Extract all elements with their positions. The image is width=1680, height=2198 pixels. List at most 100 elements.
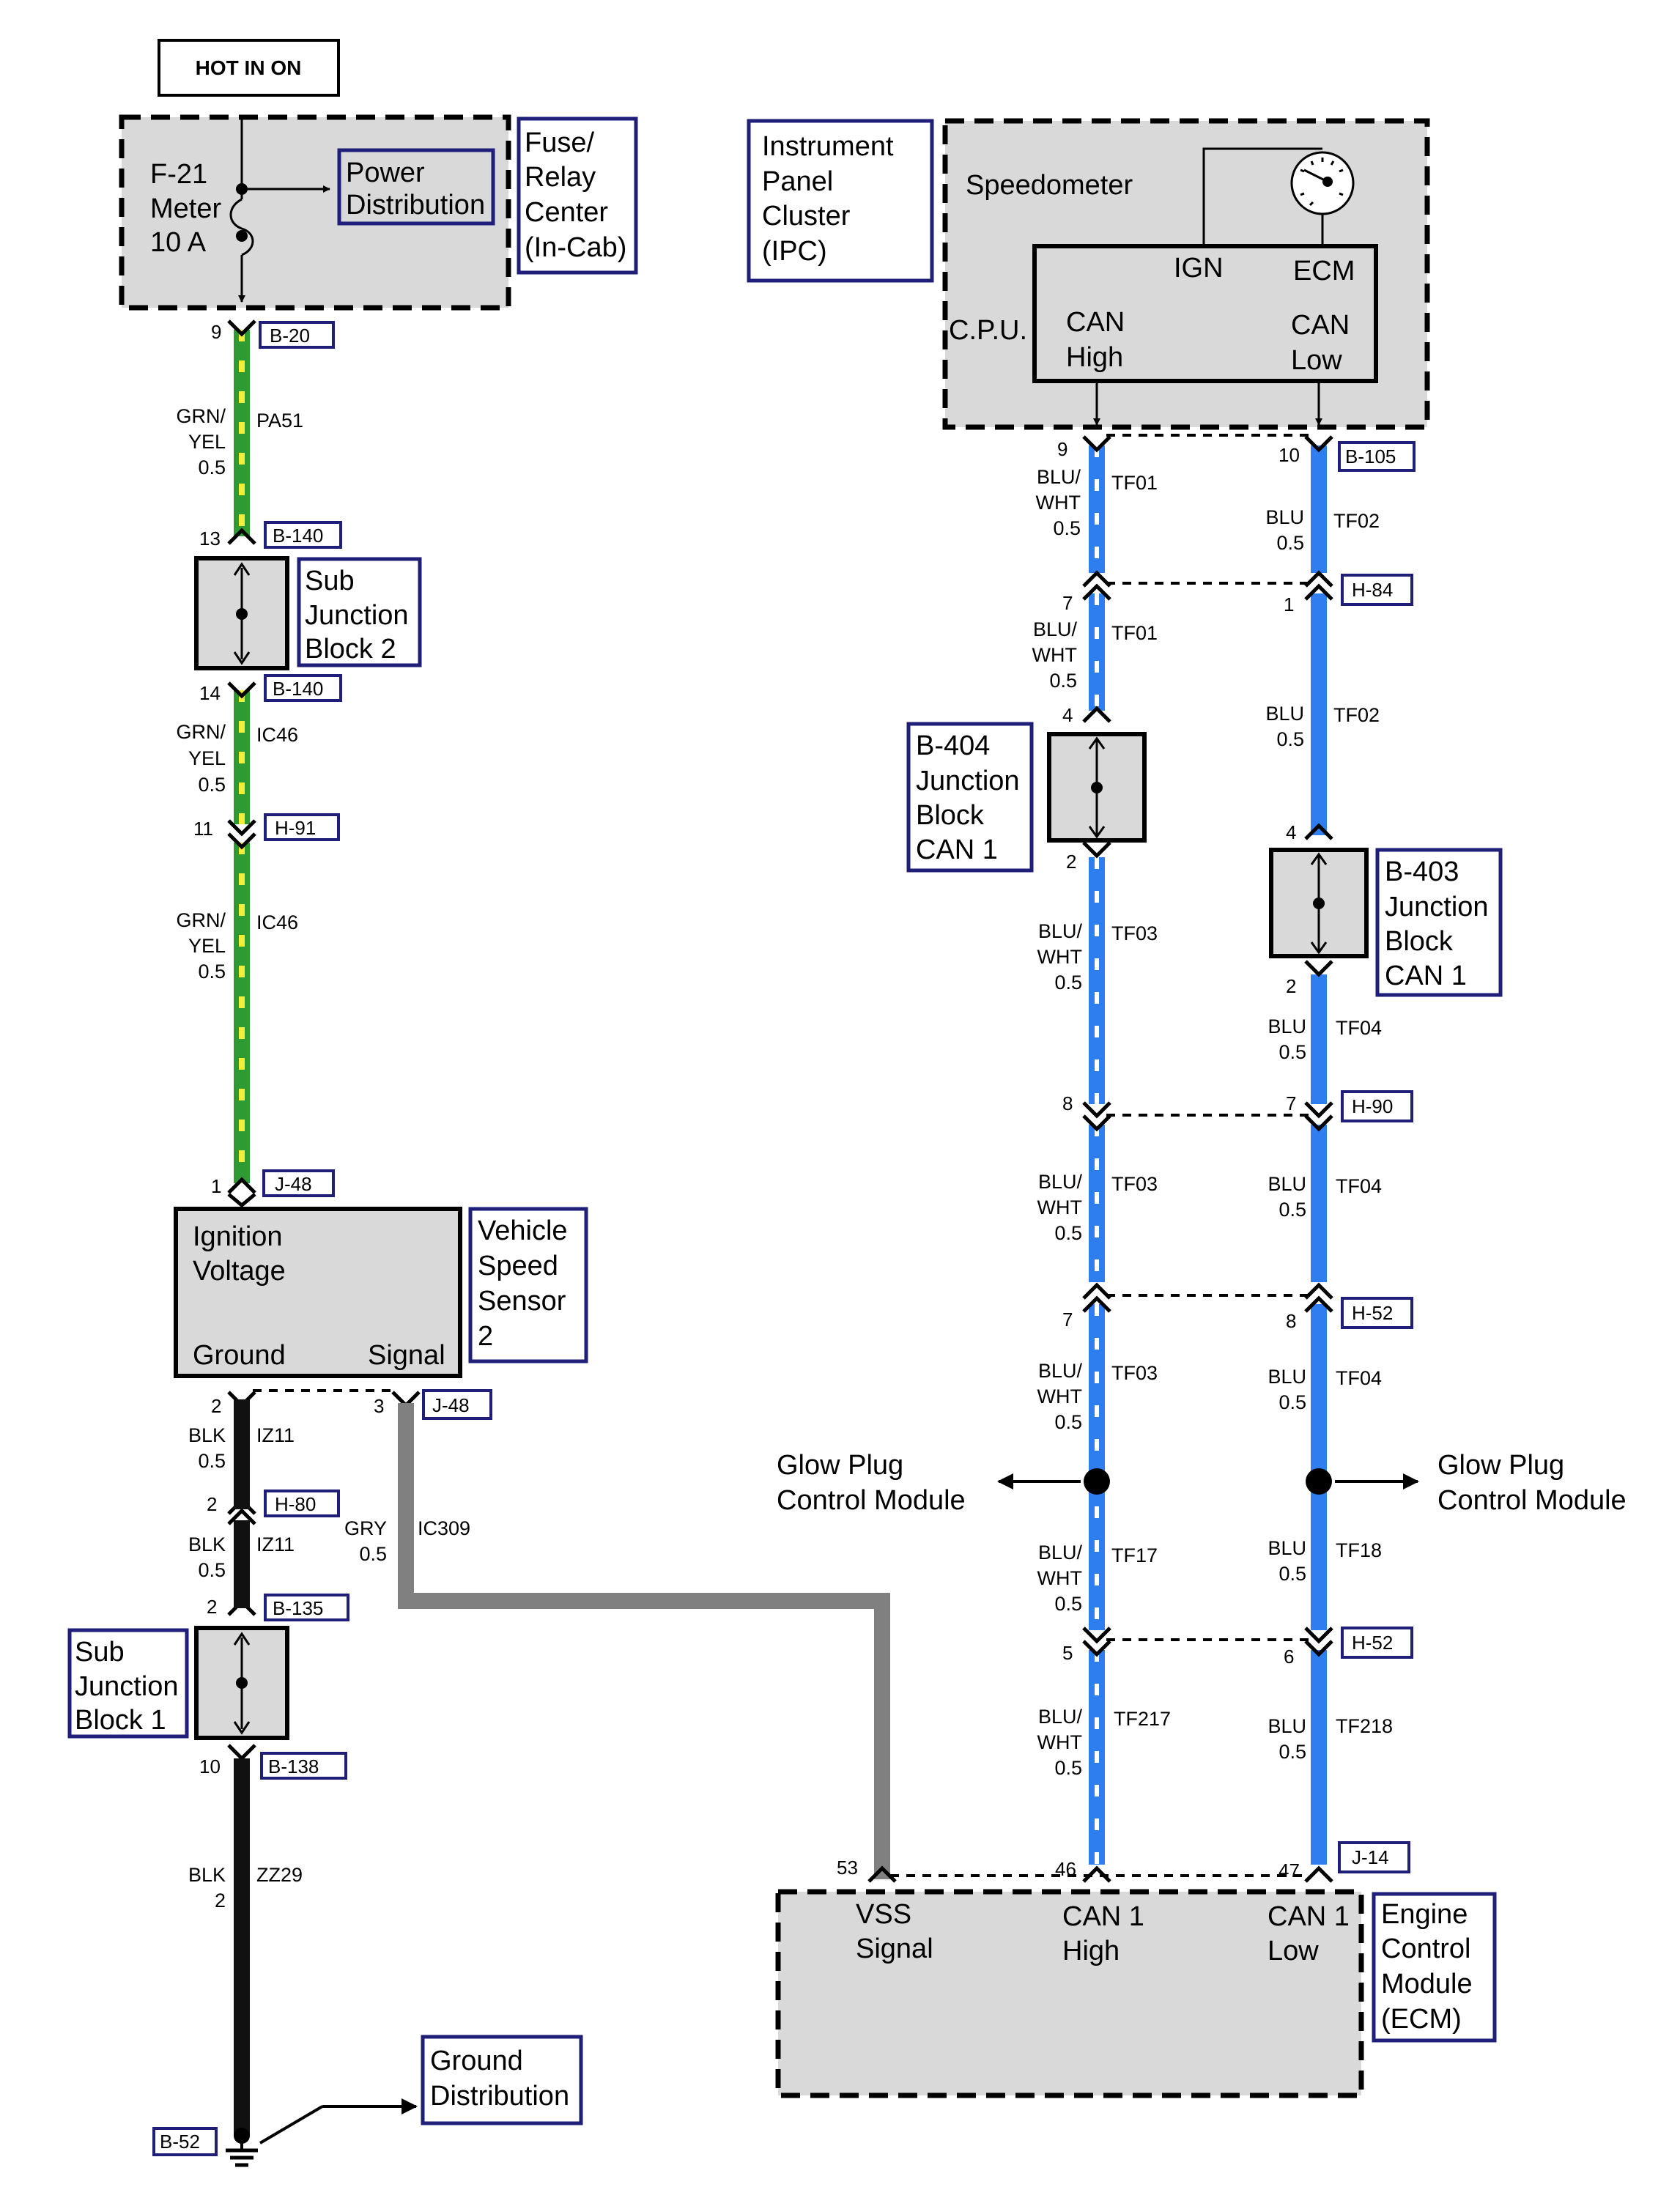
sjb1-line2: Junction: [75, 1671, 179, 1702]
wire-label-tf01b: BLU/ WHT 0.5 TF01: [1032, 618, 1158, 692]
svg-text:0.5: 0.5: [1053, 517, 1081, 539]
connector-tag: H-91: [264, 813, 340, 841]
svg-text:BLK: BLK: [188, 1533, 226, 1555]
svg-text:0.5: 0.5: [1276, 728, 1304, 750]
b404-line2: Junction: [916, 766, 1020, 796]
svg-text:2: 2: [211, 1395, 221, 1417]
wire-label-ic46a: GRN/ YEL 0.5 IC46: [177, 721, 299, 796]
svg-text:0.5: 0.5: [1049, 670, 1077, 692]
svg-text:BLU: BLU: [1268, 1366, 1306, 1388]
svg-text:7: 7: [1062, 592, 1073, 614]
svg-text:TF03: TF03: [1111, 922, 1158, 944]
svg-text:TF01: TF01: [1111, 622, 1158, 644]
ipc-can-low-2: Low: [1291, 345, 1342, 376]
svg-text:IC46: IC46: [256, 911, 298, 933]
svg-text:9: 9: [1057, 438, 1067, 460]
svg-text:1: 1: [211, 1175, 221, 1197]
sub-junction-block-1: Sub Junction Block 1: [67, 1626, 289, 1740]
svg-text:YEL: YEL: [188, 935, 226, 957]
svg-text:BLU: BLU: [1265, 506, 1304, 528]
svg-text:B-140: B-140: [273, 525, 323, 547]
wire-label-tf217: BLU/ WHT 0.5 TF217: [1037, 1706, 1172, 1779]
svg-text:0.5: 0.5: [198, 774, 226, 796]
vss-ground: Ground: [193, 1340, 286, 1371]
sjb2-line3: Block 2: [305, 634, 396, 665]
vss-ign-line1: Ignition: [193, 1221, 283, 1252]
connector-tag: J-14: [1338, 1841, 1410, 1873]
wire-label-tf01a: BLU/ WHT 0.5 TF01: [1036, 466, 1158, 539]
connector-tag: H-90: [1341, 1090, 1413, 1122]
svg-text:0.5: 0.5: [198, 1559, 226, 1581]
svg-text:0.5: 0.5: [198, 456, 226, 478]
ecm-can-high-2: High: [1062, 1936, 1120, 1966]
svg-text:BLU/: BLU/: [1037, 466, 1081, 488]
glow-plug-left-2: Control Module: [777, 1485, 966, 1516]
fuse-center-line4: (In-Cab): [525, 232, 626, 263]
svg-text:2: 2: [1066, 851, 1076, 873]
wire-label-tf04c: BLU 0.5 TF04: [1268, 1366, 1382, 1413]
connector-tag: H-52: [1341, 1297, 1413, 1329]
ecm-vss-1: VSS: [856, 1899, 911, 1930]
connector-labels: B-20 B-140 B-140 H-91 J-48 J-48 H-80 B-1…: [152, 321, 1416, 2156]
sub-junction-block-2: Sub Junction Block 2: [194, 556, 422, 670]
svg-text:J-48: J-48: [275, 1173, 312, 1195]
speedometer-gauge-icon: [1290, 151, 1355, 215]
wire-label-tf03b: BLU/ WHT 0.5 TF03: [1037, 1171, 1158, 1244]
sjb2-line1: Sub: [305, 566, 355, 596]
svg-text:0.5: 0.5: [1278, 1741, 1306, 1763]
svg-text:BLK: BLK: [188, 1864, 226, 1886]
fuse-desc: Meter: [150, 193, 221, 224]
vss-signal: Signal: [368, 1340, 445, 1371]
wire-label-tf02a: BLU 0.5 TF02: [1265, 506, 1380, 554]
svg-text:IC309: IC309: [418, 1517, 470, 1539]
glow-plug-right-1: Glow Plug: [1437, 1450, 1564, 1481]
svg-text:BLU/: BLU/: [1038, 1706, 1083, 1728]
svg-text:WHT: WHT: [1036, 492, 1081, 514]
svg-text:B-135: B-135: [273, 1597, 323, 1619]
svg-text:5: 5: [1062, 1642, 1073, 1664]
cpu-label: C.P.U.: [949, 315, 1027, 346]
svg-text:WHT: WHT: [1037, 946, 1082, 968]
ipc-label: Instrument Panel Cluster (IPC): [747, 119, 934, 283]
wire-label-ic309: GRY 0.5 IC309: [344, 1517, 470, 1565]
wire-label-iz11b: BLK 0.5 IZ11: [188, 1533, 295, 1581]
b404-line3: Block: [916, 800, 985, 831]
svg-text:0.5: 0.5: [1278, 1391, 1306, 1413]
svg-text:PA51: PA51: [256, 410, 303, 432]
ipc-can-low-1: CAN: [1291, 310, 1350, 341]
ipc-can-high-2: High: [1066, 342, 1123, 373]
wire-label-tf03a: BLU/ WHT 0.5 TF03: [1037, 920, 1158, 993]
ipc-can-high-1: CAN: [1066, 307, 1125, 338]
sjb1-line1: Sub: [75, 1637, 125, 1668]
svg-text:BLU: BLU: [1268, 1173, 1306, 1195]
svg-text:J-14: J-14: [1352, 1846, 1389, 1868]
svg-text:B-20: B-20: [270, 325, 310, 347]
svg-text:YEL: YEL: [188, 747, 226, 769]
svg-text:BLU/: BLU/: [1038, 1171, 1083, 1193]
connector-tag: H-80: [264, 1490, 340, 1517]
wire-gray: [398, 1403, 890, 1879]
svg-text:TF04: TF04: [1336, 1367, 1382, 1389]
svg-text:0.5: 0.5: [1054, 1757, 1082, 1779]
svg-text:B-138: B-138: [268, 1755, 319, 1777]
fuse-relay-center: F-21 Meter 10 A Power Distribution: [119, 114, 511, 311]
svg-text:2: 2: [1286, 975, 1296, 997]
svg-text:11: 11: [193, 818, 213, 840]
connector-tag: B-105: [1338, 441, 1416, 472]
svg-text:0.5: 0.5: [1278, 1041, 1306, 1063]
svg-text:TF03: TF03: [1111, 1362, 1158, 1384]
ground-icon: [226, 2128, 258, 2167]
svg-text:WHT: WHT: [1037, 1385, 1082, 1407]
connector-tag: B-140: [264, 674, 342, 702]
glow-plug-right-2: Control Module: [1437, 1485, 1627, 1516]
connector-tag: J-48: [262, 1169, 335, 1197]
svg-text:H-52: H-52: [1352, 1302, 1393, 1324]
svg-text:0.5: 0.5: [1054, 1411, 1082, 1433]
junction-block-b404: B-404 Junction Block CAN 1: [906, 722, 1147, 873]
svg-text:TF17: TF17: [1111, 1544, 1158, 1566]
fuse-center-line3: Center: [525, 197, 608, 228]
wire-label-tf04b: BLU 0.5 TF04: [1268, 1173, 1382, 1221]
power-dist-line1: Power: [346, 158, 425, 188]
svg-text:WHT: WHT: [1037, 1567, 1082, 1589]
b403-line3: Block: [1385, 926, 1454, 957]
